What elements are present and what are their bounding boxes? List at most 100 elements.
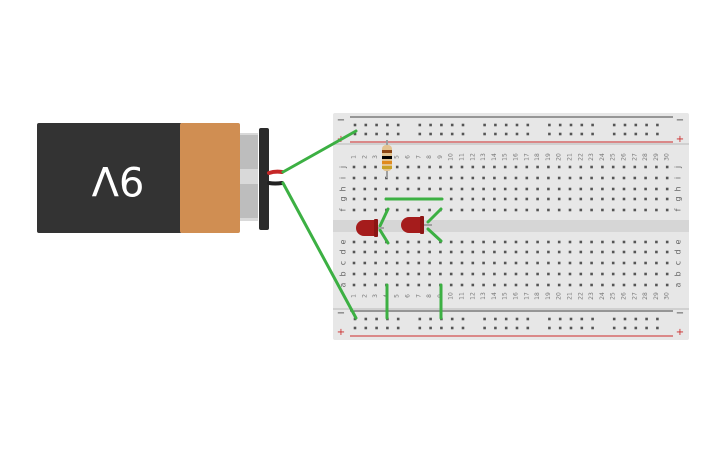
- breadboard-hole[interactable]: [557, 165, 561, 169]
- breadboard-hole[interactable]: [611, 261, 615, 265]
- rail-hole[interactable]: [396, 123, 400, 127]
- breadboard-hole[interactable]: [428, 250, 431, 254]
- breadboard-hole[interactable]: [482, 272, 485, 276]
- breadboard-hole[interactable]: [557, 261, 561, 265]
- led-2[interactable]: [401, 207, 443, 243]
- rail-hole[interactable]: [429, 123, 432, 127]
- breadboard-hole[interactable]: [374, 261, 377, 265]
- breadboard-hole[interactable]: [665, 272, 669, 276]
- breadboard-hole[interactable]: [493, 208, 496, 212]
- rail-hole[interactable]: [515, 326, 519, 330]
- rail-hole[interactable]: [461, 132, 465, 136]
- breadboard-hole[interactable]: [557, 283, 561, 287]
- breadboard-hole[interactable]: [395, 261, 399, 265]
- breadboard-hole[interactable]: [644, 240, 647, 244]
- rail-hole[interactable]: [656, 123, 659, 127]
- breadboard-hole[interactable]: [449, 176, 453, 180]
- rail-hole[interactable]: [418, 326, 422, 330]
- breadboard-hole[interactable]: [471, 197, 475, 201]
- rail-hole[interactable]: [591, 123, 594, 127]
- breadboard-hole[interactable]: [352, 197, 356, 201]
- breadboard-hole[interactable]: [611, 240, 615, 244]
- breadboard-hole[interactable]: [536, 187, 539, 191]
- breadboard-hole[interactable]: [482, 187, 485, 191]
- breadboard-hole[interactable]: [601, 261, 604, 265]
- breadboard-hole[interactable]: [460, 283, 464, 287]
- breadboard-hole[interactable]: [406, 208, 410, 212]
- rail-hole[interactable]: [580, 326, 584, 330]
- rail-hole[interactable]: [558, 317, 562, 321]
- breadboard-hole[interactable]: [557, 176, 561, 180]
- rail-hole[interactable]: [580, 132, 584, 136]
- rail-hole[interactable]: [494, 132, 497, 136]
- rail-hole[interactable]: [645, 326, 648, 330]
- rail-hole[interactable]: [483, 123, 486, 127]
- breadboard-hole[interactable]: [395, 187, 399, 191]
- breadboard-hole[interactable]: [428, 272, 431, 276]
- breadboard-hole[interactable]: [352, 187, 356, 191]
- breadboard-hole[interactable]: [611, 176, 615, 180]
- breadboard-hole[interactable]: [611, 187, 615, 191]
- breadboard-hole[interactable]: [525, 283, 529, 287]
- rail-hole[interactable]: [569, 326, 573, 330]
- breadboard-hole[interactable]: [493, 197, 496, 201]
- breadboard-hole[interactable]: [601, 240, 604, 244]
- breadboard-hole[interactable]: [644, 208, 647, 212]
- breadboard-hole[interactable]: [406, 283, 410, 287]
- breadboard-hole[interactable]: [514, 197, 518, 201]
- rail-hole[interactable]: [515, 132, 519, 136]
- breadboard-hole[interactable]: [557, 208, 561, 212]
- rail-hole[interactable]: [515, 123, 519, 127]
- breadboard-hole[interactable]: [601, 176, 604, 180]
- rail-hole[interactable]: [515, 317, 519, 321]
- breadboard-hole[interactable]: [655, 187, 658, 191]
- breadboard-hole[interactable]: [579, 250, 583, 254]
- breadboard-hole[interactable]: [460, 208, 464, 212]
- breadboard-hole[interactable]: [590, 187, 593, 191]
- breadboard-hole[interactable]: [406, 250, 410, 254]
- rail-hole[interactable]: [494, 123, 497, 127]
- breadboard-hole[interactable]: [417, 176, 421, 180]
- breadboard-hole[interactable]: [601, 272, 604, 276]
- breadboard-hole[interactable]: [449, 208, 453, 212]
- breadboard-hole[interactable]: [395, 240, 399, 244]
- breadboard-hole[interactable]: [536, 208, 539, 212]
- rail-hole[interactable]: [353, 132, 357, 136]
- breadboard-hole[interactable]: [525, 176, 529, 180]
- breadboard-hole[interactable]: [460, 261, 464, 265]
- breadboard-hole[interactable]: [449, 272, 453, 276]
- breadboard-hole[interactable]: [665, 176, 669, 180]
- breadboard-hole[interactable]: [493, 240, 496, 244]
- breadboard-hole[interactable]: [385, 250, 388, 254]
- breadboard-hole[interactable]: [439, 176, 442, 180]
- breadboard-hole[interactable]: [655, 283, 658, 287]
- breadboard-hole[interactable]: [622, 240, 626, 244]
- breadboard-hole[interactable]: [482, 250, 485, 254]
- battery-9v[interactable]: 9V: [37, 123, 284, 233]
- wire-battery-negative[interactable]: [281, 181, 358, 320]
- breadboard-hole[interactable]: [471, 283, 475, 287]
- breadboard-hole[interactable]: [579, 187, 583, 191]
- breadboard-hole[interactable]: [611, 250, 615, 254]
- breadboard-hole[interactable]: [471, 208, 475, 212]
- breadboard-hole[interactable]: [525, 187, 529, 191]
- rail-hole[interactable]: [450, 132, 454, 136]
- rail-hole[interactable]: [461, 326, 465, 330]
- rail-hole[interactable]: [440, 132, 443, 136]
- breadboard-hole[interactable]: [374, 240, 377, 244]
- breadboard-hole[interactable]: [601, 187, 604, 191]
- breadboard-hole[interactable]: [525, 250, 529, 254]
- breadboard-hole[interactable]: [611, 272, 615, 276]
- breadboard-hole[interactable]: [352, 208, 356, 212]
- rail-hole[interactable]: [656, 132, 659, 136]
- breadboard-hole[interactable]: [557, 187, 561, 191]
- breadboard-hole[interactable]: [557, 197, 561, 201]
- rail-hole[interactable]: [494, 326, 497, 330]
- breadboard-hole[interactable]: [374, 176, 377, 180]
- rail-hole[interactable]: [656, 326, 659, 330]
- breadboard-hole[interactable]: [665, 197, 669, 201]
- breadboard-hole[interactable]: [471, 187, 475, 191]
- rail-hole[interactable]: [375, 132, 378, 136]
- rail-hole[interactable]: [634, 317, 638, 321]
- breadboard-hole[interactable]: [406, 272, 410, 276]
